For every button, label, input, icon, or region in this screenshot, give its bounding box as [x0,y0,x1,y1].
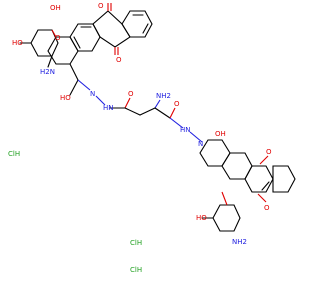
atom-oh-lower: OH [215,130,226,138]
atom-nh2-upper: H2N [40,68,55,76]
salt-hcl-2: ClH [130,239,142,247]
upper-sugar [19,29,59,68]
atom-o-upper-2: O [116,56,122,64]
atom-hn-upper: HN [103,104,114,112]
atom-n-lower: N [198,140,203,148]
upper-anthraquinone [47,3,153,65]
structure-drawing: O O OH HO O H2N HO N HN O NH2 O HN N OH … [8,2,296,274]
atom-ho-mid: HO [60,94,71,102]
atom-ho-sugar: HO [12,39,23,47]
atom-oh-upper: OH [50,4,61,12]
salt-hcl-1: ClH [8,150,20,158]
atom-o-upper: O [98,2,104,10]
atom-o-lower-2: O [264,204,270,212]
atom-n-upper: N [90,90,95,98]
molecule-canvas: O O OH HO O H2N HO N HN O NH2 O HN N OH … [8,2,296,274]
salt-hcl-3: ClH [130,266,142,274]
lower-sugar [201,191,241,232]
atom-nh2-lower: NH2 [232,238,247,246]
atom-hn-lower: HN [180,126,191,134]
atom-o-amide-2: O [174,100,180,108]
linker-chain [69,63,203,143]
atom-o-ring: O [55,34,61,42]
lower-anthraquinone [199,139,296,203]
atom-ho-lower: HO [196,214,207,222]
atom-nh2-mid: NH2 [156,92,171,100]
atom-o-amide-1: O [128,90,134,98]
atom-o-lower: O [266,148,272,156]
